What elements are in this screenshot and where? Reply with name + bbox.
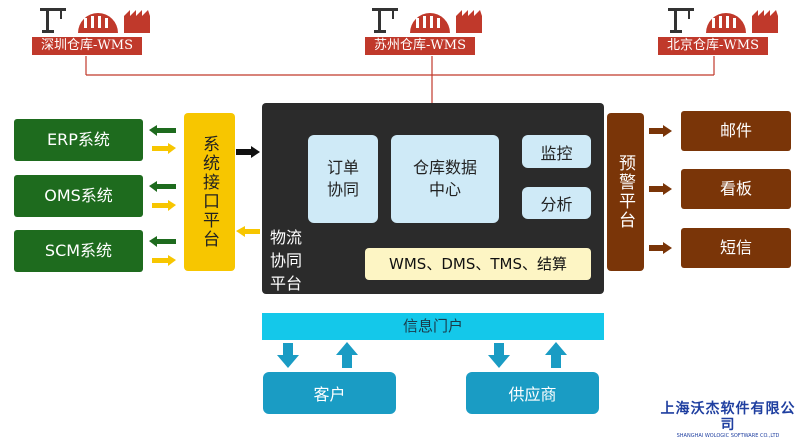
erp-system-box: ERP系统 — [14, 119, 143, 161]
crane-factory-icon — [40, 8, 150, 33]
company-name-en: SHANGHAI WOLOGIC SOFTWARE CO.,LTD — [676, 433, 780, 439]
sms-box: 短信 — [681, 228, 791, 268]
monitor-box: 监控 — [522, 135, 591, 168]
analysis-box: 分析 — [522, 187, 591, 219]
data-center-line2: 中心 — [428, 180, 461, 199]
warehouse-label-shenzhen: 深圳仓库-WMS — [32, 37, 142, 55]
info-portal-bar: 信息门户 — [262, 313, 604, 340]
arrows-oms — [149, 181, 176, 211]
connectors — [85, 56, 715, 368]
platform-label-line2: 协同 — [270, 251, 303, 270]
crane-factory-icon — [372, 8, 482, 33]
platform-label-line1: 物流 — [270, 228, 303, 247]
oms-system-box: OMS系统 — [14, 175, 143, 217]
order-collab-line2: 协同 — [326, 180, 359, 199]
arrows-scm — [149, 236, 176, 266]
email-box: 邮件 — [681, 111, 791, 151]
order-collab-box: 订单 协同 — [308, 135, 378, 223]
warehouse-data-center-box: 仓库数据 中心 — [391, 135, 499, 223]
customer-box: 客户 — [263, 372, 396, 414]
arrows-erp — [149, 125, 176, 154]
order-collab-line1: 订单 — [326, 158, 359, 177]
company-name: 上海沃杰软件有限公司 — [660, 401, 796, 433]
warehouse-label-suzhou: 苏州仓库-WMS — [365, 37, 475, 55]
dashboard-box: 看板 — [681, 169, 791, 209]
supplier-box: 供应商 — [466, 372, 599, 414]
warehouse-label-beijing: 北京仓库-WMS — [658, 37, 768, 55]
platform-label-line3: 平台 — [270, 274, 303, 293]
data-center-line1: 仓库数据 — [412, 158, 477, 177]
company-logo: 上海沃杰软件有限公司 SHANGHAI WOLOGIC SOFTWARE CO.… — [655, 401, 801, 440]
alert-platform-box: 预警平台 — [607, 113, 644, 271]
crane-factory-icon — [668, 8, 778, 33]
modules-box: WMS、DMS、TMS、结算 — [365, 248, 591, 280]
scm-system-box: SCM系统 — [14, 230, 143, 272]
platform-label: 物流 协同 平台 — [270, 226, 302, 295]
logistics-collab-platform: 物流 协同 平台 订单 协同 仓库数据 中心 监控 分析 WMS、DMS、TMS… — [262, 103, 604, 294]
interface-platform-box: 系统接口平台 — [184, 113, 235, 271]
